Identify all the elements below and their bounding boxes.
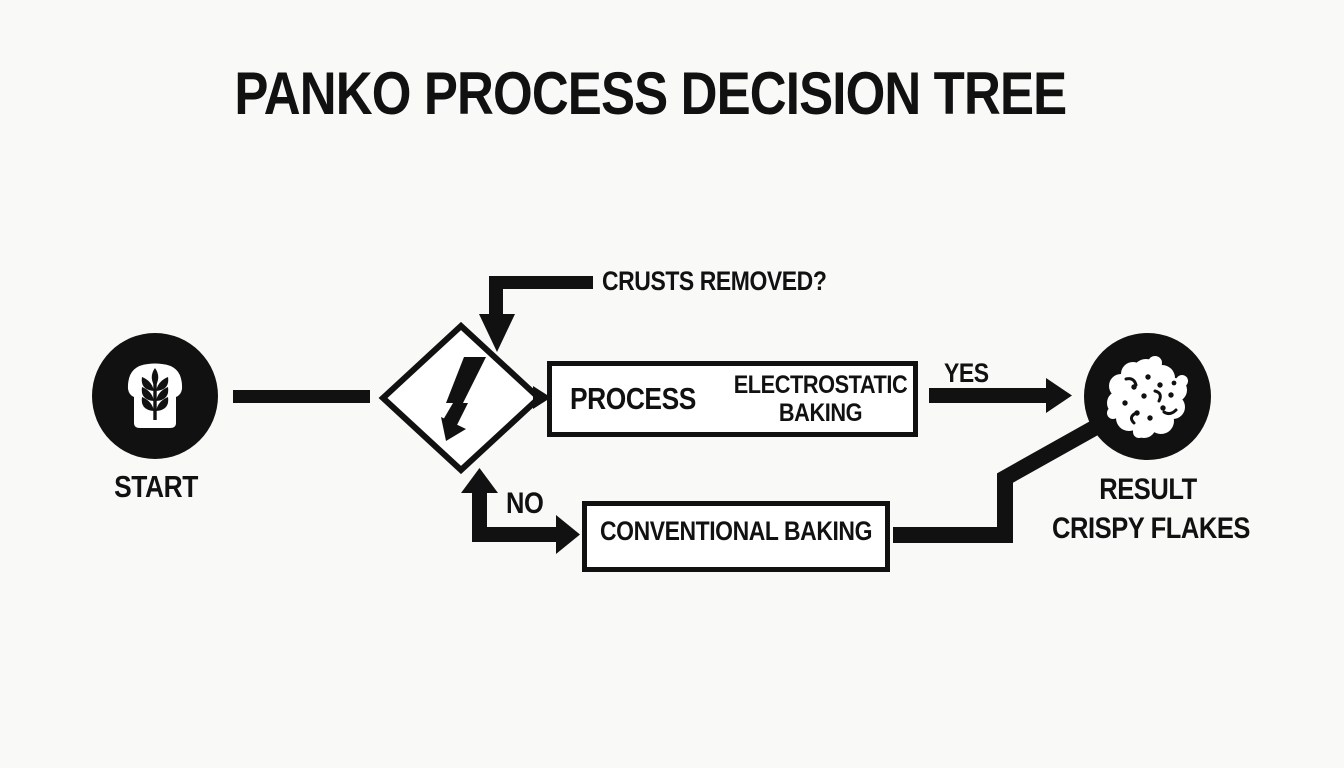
yes-arrow <box>929 378 1072 413</box>
conventional-to-result-connector <box>893 420 1100 543</box>
no-arrow <box>461 468 580 554</box>
decision-question-label: CRUSTS REMOVED? <box>602 266 827 296</box>
conventional-baking-label: CONVENTIONAL BAKING <box>600 516 873 546</box>
start-label: START <box>114 469 198 504</box>
electrostatic-baking-label: ELECTROSTATIC BAKING <box>733 370 908 428</box>
electrostatic-baking-box: PROCESS ELECTROSTATIC BAKING <box>547 361 918 437</box>
crumb-cluster-icon <box>1106 355 1188 438</box>
decision-to-process-arrow <box>533 386 551 409</box>
yes-edge-label: YES <box>944 358 989 388</box>
crusts-question-arrow <box>479 276 593 352</box>
conventional-baking-box: CONVENTIONAL BAKING <box>582 501 890 572</box>
process-prefix-label: PROCESS <box>570 381 696 416</box>
start-node <box>92 333 218 459</box>
result-sublabel: CRISPY FLAKES <box>1051 512 1251 545</box>
no-edge-label: NO <box>506 487 544 520</box>
start-to-decision-connector <box>233 390 370 403</box>
lightning-bolt-icon <box>441 357 486 441</box>
result-node <box>1084 333 1211 460</box>
bread-wheat-icon <box>127 363 183 428</box>
page-title: PANKO PROCESS DECISION TREE <box>234 60 1067 127</box>
result-label: RESULT <box>1099 473 1197 506</box>
